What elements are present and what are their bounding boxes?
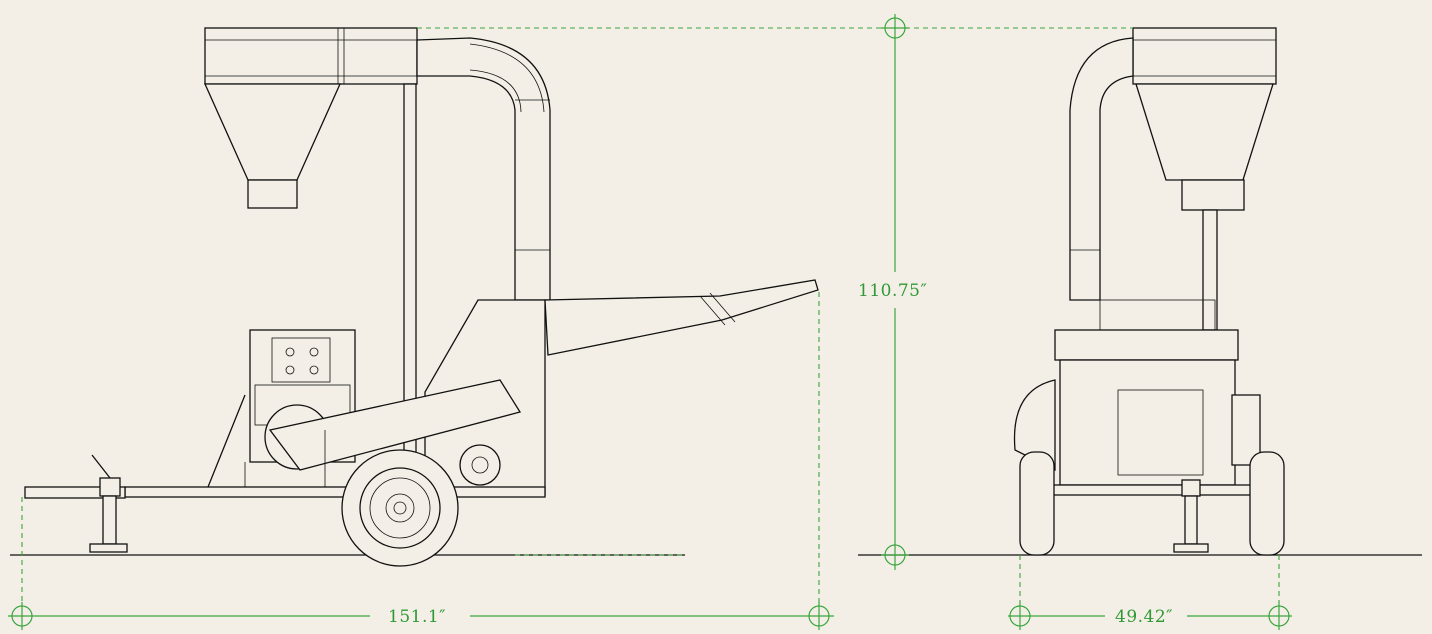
side-jack-head [99, 477, 121, 497]
front-fan-housing [1013, 379, 1056, 472]
front-duct [1069, 37, 1134, 301]
width-dimension [1008, 555, 1292, 630]
front-top-deck [1054, 329, 1239, 361]
side-small-pulley [459, 444, 501, 486]
side-jack-foot [89, 543, 128, 553]
side-discharge-chute [544, 279, 819, 356]
front-left-tire [1019, 451, 1055, 556]
height-dimension [417, 14, 1133, 570]
front-body [1059, 359, 1236, 486]
side-jack-post [102, 495, 117, 545]
front-jack-foot [1173, 543, 1209, 553]
front-hopper-cone [1135, 83, 1274, 181]
side-frame [124, 486, 546, 498]
length-dimension-label: 151.1″ [388, 607, 446, 627]
front-view [1013, 27, 1285, 556]
side-duct [416, 37, 551, 301]
length-dimension [8, 292, 834, 630]
front-jack-head [1181, 479, 1201, 497]
side-belt-guard [268, 379, 522, 471]
side-wheel-rim [359, 467, 441, 549]
height-dimension-label: 110.75″ [858, 281, 927, 301]
width-dimension-label: 49.42″ [1115, 607, 1173, 627]
side-tongue [24, 486, 126, 499]
side-hopper-box [204, 27, 418, 85]
side-hopper-spout [247, 179, 298, 209]
side-hopper-cone [203, 83, 342, 181]
front-hopper-box [1132, 27, 1277, 85]
front-hopper-spout [1181, 179, 1245, 211]
front-right-tire [1249, 451, 1285, 556]
front-axle [1044, 484, 1261, 496]
side-view [24, 27, 819, 567]
front-jack-post [1184, 495, 1198, 545]
front-right-housing [1231, 394, 1261, 466]
